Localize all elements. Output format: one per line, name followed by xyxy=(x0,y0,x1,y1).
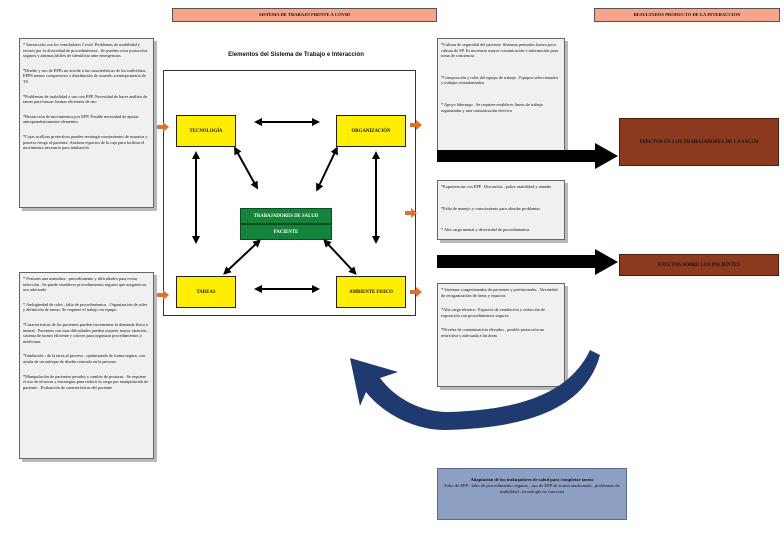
note-item: * Apoyo liderazgo . Se requiere establec… xyxy=(441,101,543,113)
arrow-right-2-icon xyxy=(405,208,417,218)
outcome-workers: EFECTOS EN LOS TRABAJADORES DE LA SALUD xyxy=(619,118,779,166)
arrow-right-3-icon xyxy=(410,287,422,297)
note-item: *Falta de manejo y conocimiento para abo… xyxy=(441,205,540,211)
note-item: *Alta carga térmica : Espacios de ventil… xyxy=(441,307,546,318)
header-work-system: SISTEMA DE TRABAJO FRENTE A COVID xyxy=(172,8,437,22)
note-item: *Experiencias con EPP . Disconfort , pob… xyxy=(441,184,552,189)
right-notes-environment: * Sistemas congestionados de pacientes y… xyxy=(437,283,565,387)
feedback-arc-icon xyxy=(350,350,600,430)
center-title: Elementos del Sistema de Trabajo e Inter… xyxy=(228,52,364,58)
big-arrow-workers-icon xyxy=(437,143,618,169)
adaptation-box: Adaptación de los trabajadores de salud … xyxy=(437,468,627,520)
link-amb-core xyxy=(323,239,357,275)
note-item: *Niveles de contaminación elevados , pos… xyxy=(441,327,545,338)
note-item: *Problemas de usabilidad y uso con EPP. … xyxy=(23,93,148,105)
note-item: *Manipulación de pacientes pesados y cam… xyxy=(23,373,149,390)
link-org-core xyxy=(316,146,338,192)
note-item: *Restricción de movimientos por EPP. Pos… xyxy=(23,113,139,125)
left-bottom-notes: * Posturas una maniobra , procedimiento … xyxy=(19,272,154,459)
note-item: *Cajas acrílicas protectivas pueden rest… xyxy=(23,133,148,151)
node-organizacion: ORGANIZACIÓN xyxy=(336,115,406,147)
note-item: *Diseño y uso de EPPs no acorde a las ca… xyxy=(23,67,148,84)
note-item: *Características de los pacientes pueden… xyxy=(23,321,149,344)
right-notes-workers: *Experiencias con EPP . Disconfort , pob… xyxy=(437,180,565,240)
note-item: * Interacción con los ventiladores Covid… xyxy=(23,42,148,59)
node-tareas: TAREAS xyxy=(176,276,236,308)
big-arrow-patients-icon xyxy=(437,249,618,275)
core-paciente: PACIENTE xyxy=(240,224,332,240)
core-trabajadores: TRABAJADORES DE SALUD xyxy=(240,208,332,224)
header-results: RESULTADOS PRODUCTO DE LA INTERACCION xyxy=(594,8,780,22)
outcome-patients: EFECTOS SOBRE LOS PACIENTES xyxy=(619,254,779,276)
link-tar-core xyxy=(223,239,261,275)
note-item: *Intubación : de la tarea al proceso , o… xyxy=(23,353,145,364)
note-item: * Posturas una maniobra , procedimiento … xyxy=(23,276,147,293)
right-notes-organization: *Cultura de seguridad del paciente. Sist… xyxy=(437,38,565,156)
note-item: * Ambigüedad de roles , falta de procedi… xyxy=(23,301,148,313)
arrow-left-bottom-icon xyxy=(157,290,169,300)
adaptation-title: Adaptación de los trabajadores de salud … xyxy=(470,477,594,482)
note-item: * Sistemas congestionados de pacientes y… xyxy=(441,287,558,298)
arrow-right-1-icon xyxy=(410,120,422,130)
left-top-notes: * Interacción con los ventiladores Covid… xyxy=(19,38,154,208)
note-item: * Alta carga mental y diversidad de proc… xyxy=(441,227,530,233)
node-tecnologia: TECNOLOGÍA xyxy=(176,115,236,147)
node-ambiente: AMBIENTE FISICO xyxy=(336,276,406,308)
note-item: *Composición y roles del equipo de traba… xyxy=(441,74,559,86)
link-tec-core xyxy=(234,146,258,190)
note-item: *Cultura de seguridad del paciente. Sist… xyxy=(441,42,558,59)
small-arrows xyxy=(157,120,422,300)
adaptation-body: Falta de EPP , falta de procedimiento se… xyxy=(444,483,620,494)
arrow-left-top-icon xyxy=(157,122,169,132)
system-frame xyxy=(163,70,416,316)
